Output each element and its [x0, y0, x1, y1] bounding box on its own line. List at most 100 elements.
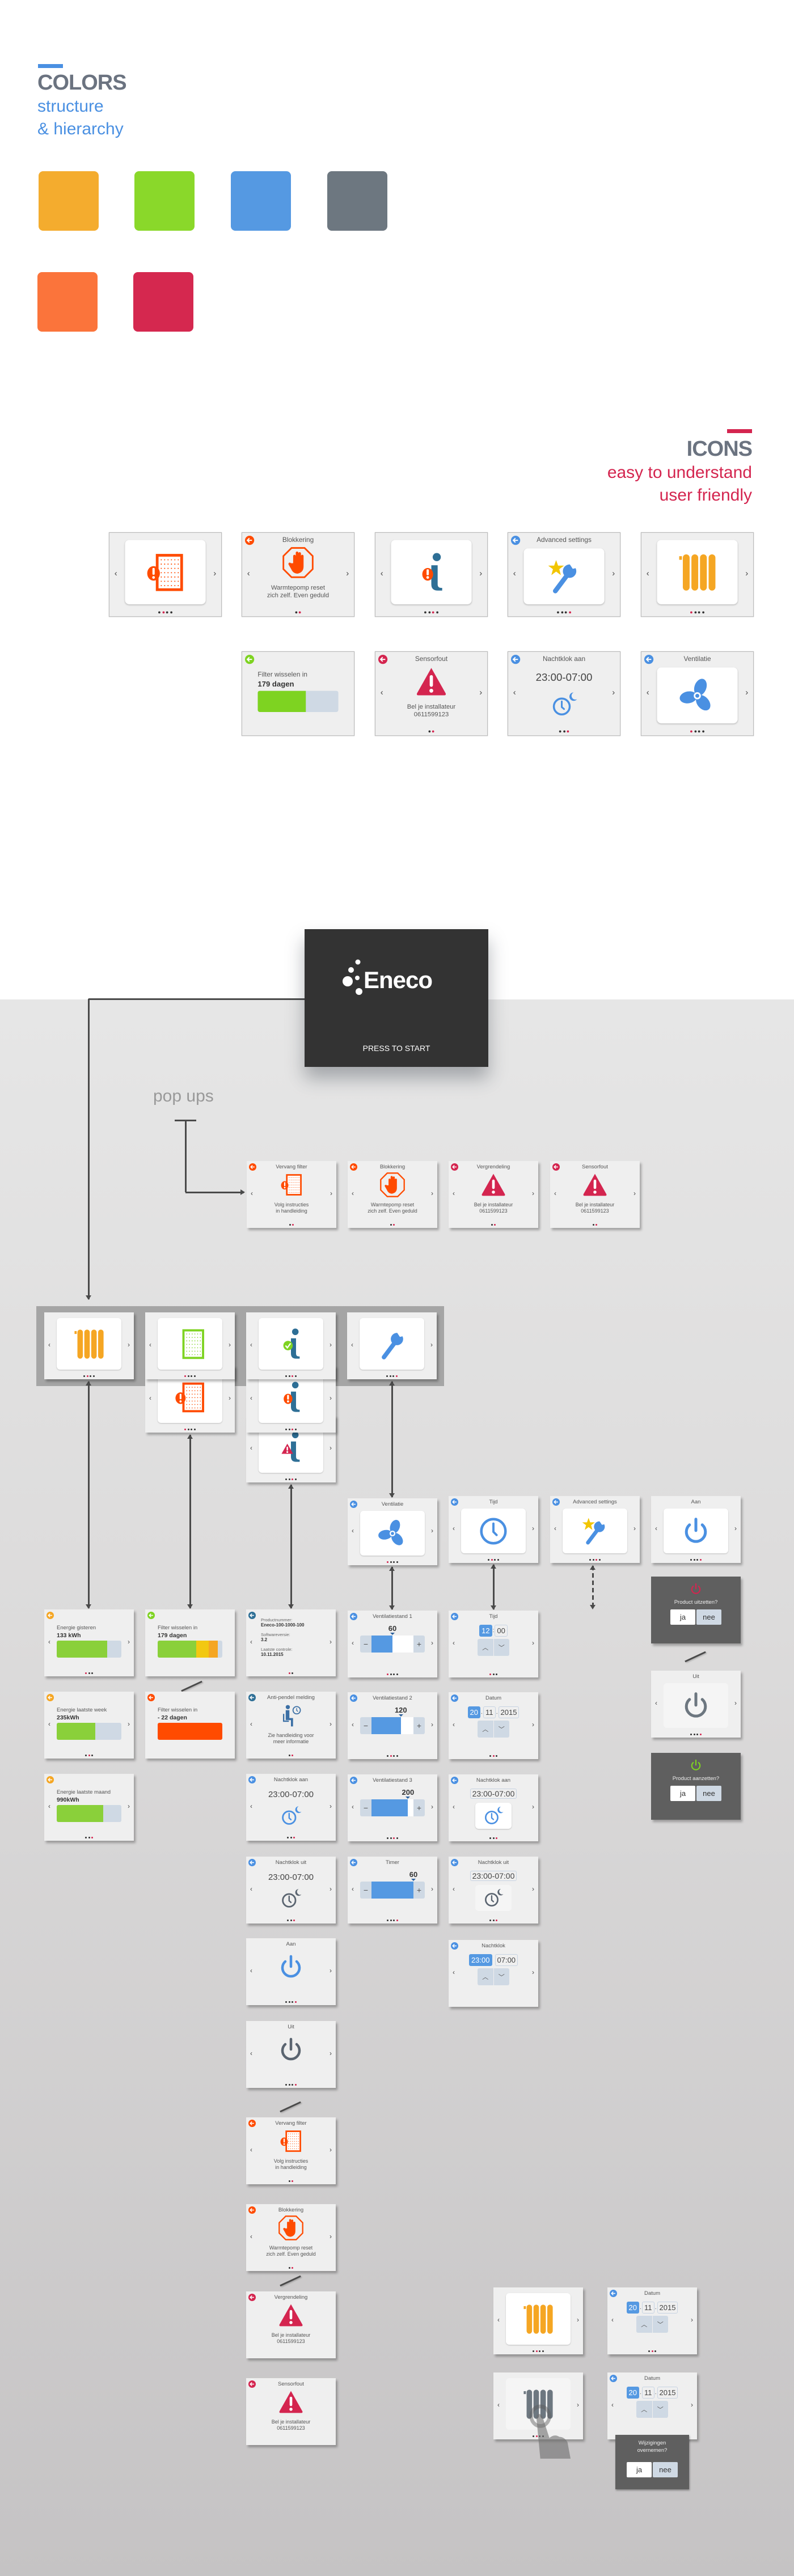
- next-arrow[interactable]: ›: [213, 568, 217, 578]
- icon-tile[interactable]: [57, 1318, 121, 1370]
- screen-ic-ventilatie[interactable]: Ventilatie‹›: [641, 652, 754, 736]
- next-arrow[interactable]: ›: [128, 1638, 130, 1646]
- next-arrow[interactable]: ›: [431, 1527, 433, 1535]
- next-arrow[interactable]: ›: [229, 1341, 231, 1349]
- yes-button[interactable]: ja: [627, 2462, 652, 2477]
- screen-vent-2[interactable]: Ventilatiestand 2‹›120−+: [348, 1692, 437, 1759]
- screen-tijd-set[interactable]: Tijd‹›12:00︿﹀: [449, 1611, 538, 1677]
- back-button[interactable]: [350, 1859, 357, 1866]
- screen-advanced[interactable]: Advanced settings‹›: [550, 1496, 640, 1563]
- decrease-button[interactable]: −: [363, 1803, 369, 1812]
- previous-arrow[interactable]: ‹: [48, 1802, 50, 1810]
- previous-arrow[interactable]: ‹: [352, 1527, 354, 1535]
- screen-nav-filter-ok[interactable]: ‹›: [145, 1312, 235, 1379]
- decrement-button[interactable]: ﹀: [493, 1721, 509, 1738]
- value-field[interactable]: 11: [483, 1706, 496, 1718]
- next-arrow[interactable]: ›: [633, 1524, 636, 1532]
- next-arrow[interactable]: ›: [128, 1341, 130, 1349]
- screen-demo-radiator[interactable]: ‹›: [493, 2287, 583, 2354]
- slider[interactable]: −+: [360, 1882, 425, 1899]
- previous-arrow[interactable]: ‹: [250, 1341, 252, 1349]
- screen-tijd[interactable]: Tijd‹›: [449, 1496, 538, 1563]
- next-arrow[interactable]: ›: [346, 568, 349, 578]
- value-field[interactable]: 23:00: [468, 1954, 492, 1966]
- next-arrow[interactable]: ›: [330, 2049, 332, 2057]
- value-field[interactable]: 2015: [498, 1706, 520, 1718]
- back-button[interactable]: [510, 654, 521, 664]
- screen-ic-info[interactable]: ‹›: [375, 533, 488, 617]
- previous-arrow[interactable]: ‹: [646, 568, 649, 578]
- next-arrow[interactable]: ›: [633, 1189, 636, 1197]
- back-button[interactable]: [510, 535, 521, 545]
- increase-button[interactable]: +: [416, 1721, 422, 1730]
- previous-arrow[interactable]: ‹: [250, 1802, 252, 1810]
- back-button[interactable]: [378, 654, 388, 664]
- previous-arrow[interactable]: ‹: [655, 1524, 657, 1532]
- back-button[interactable]: [248, 2206, 256, 2214]
- screen-nav-radiator[interactable]: ‹›: [44, 1312, 134, 1379]
- back-button[interactable]: [244, 535, 255, 545]
- next-arrow[interactable]: ›: [431, 1885, 433, 1893]
- next-arrow[interactable]: ›: [691, 2316, 693, 2324]
- value-field[interactable]: 20: [626, 2387, 639, 2399]
- back-button[interactable]: [248, 1694, 256, 1701]
- increment-button[interactable]: ︿: [478, 1721, 493, 1738]
- next-arrow[interactable]: ›: [330, 1885, 332, 1893]
- back-button[interactable]: [248, 1612, 256, 1619]
- next-arrow[interactable]: ›: [330, 2146, 332, 2154]
- decrement-button[interactable]: ﹀: [652, 2316, 668, 2333]
- previous-arrow[interactable]: ‹: [250, 1885, 252, 1893]
- previous-arrow[interactable]: ‹: [247, 568, 250, 578]
- decrement-button[interactable]: ﹀: [652, 2401, 668, 2418]
- screen-aan-top[interactable]: Aan‹›: [651, 1496, 741, 1563]
- previous-arrow[interactable]: ‹: [497, 2316, 500, 2324]
- icon-tile[interactable]: [475, 1803, 512, 1829]
- next-arrow[interactable]: ›: [229, 1394, 231, 1402]
- next-arrow[interactable]: ›: [745, 687, 749, 697]
- increment-button[interactable]: ︿: [636, 2401, 652, 2418]
- increase-button[interactable]: +: [416, 1639, 422, 1649]
- next-arrow[interactable]: ›: [532, 1968, 534, 1976]
- icon-tile[interactable]: [391, 540, 472, 604]
- previous-arrow[interactable]: ‹: [513, 687, 516, 697]
- back-button[interactable]: [610, 2290, 617, 2297]
- back-button[interactable]: [451, 1613, 458, 1620]
- value-field[interactable]: 11: [641, 2387, 654, 2399]
- next-arrow[interactable]: ›: [330, 1394, 332, 1402]
- previous-arrow[interactable]: ‹: [48, 1341, 50, 1349]
- previous-arrow[interactable]: ‹: [380, 568, 383, 578]
- previous-arrow[interactable]: ‹: [48, 1720, 50, 1728]
- screen-aan[interactable]: Aan‹›: [246, 1938, 336, 2005]
- back-button[interactable]: [147, 1612, 155, 1619]
- previous-arrow[interactable]: ‹: [453, 1189, 455, 1197]
- previous-arrow[interactable]: ‹: [655, 1699, 657, 1707]
- decrease-button[interactable]: −: [363, 1639, 369, 1649]
- previous-arrow[interactable]: ‹: [250, 2049, 252, 2057]
- previous-arrow[interactable]: ‹: [453, 1524, 455, 1532]
- decrease-button[interactable]: −: [363, 1886, 369, 1895]
- next-arrow[interactable]: ›: [734, 1524, 737, 1532]
- next-arrow[interactable]: ›: [532, 1639, 534, 1647]
- decrease-button[interactable]: −: [363, 1721, 369, 1730]
- back-button[interactable]: [451, 1163, 458, 1171]
- previous-arrow[interactable]: ‹: [352, 1189, 354, 1197]
- next-arrow[interactable]: ›: [532, 1189, 534, 1197]
- previous-arrow[interactable]: ‹: [611, 2316, 614, 2324]
- back-button[interactable]: [147, 1694, 155, 1701]
- screen-timer[interactable]: Timer‹›60−+: [348, 1857, 437, 1923]
- icon-tile[interactable]: [563, 1509, 627, 1553]
- back-button[interactable]: [248, 1859, 256, 1866]
- back-button[interactable]: [451, 1777, 458, 1784]
- back-button[interactable]: [350, 1694, 357, 1702]
- previous-arrow[interactable]: ‹: [453, 1885, 455, 1893]
- no-button[interactable]: nee: [696, 1609, 721, 1625]
